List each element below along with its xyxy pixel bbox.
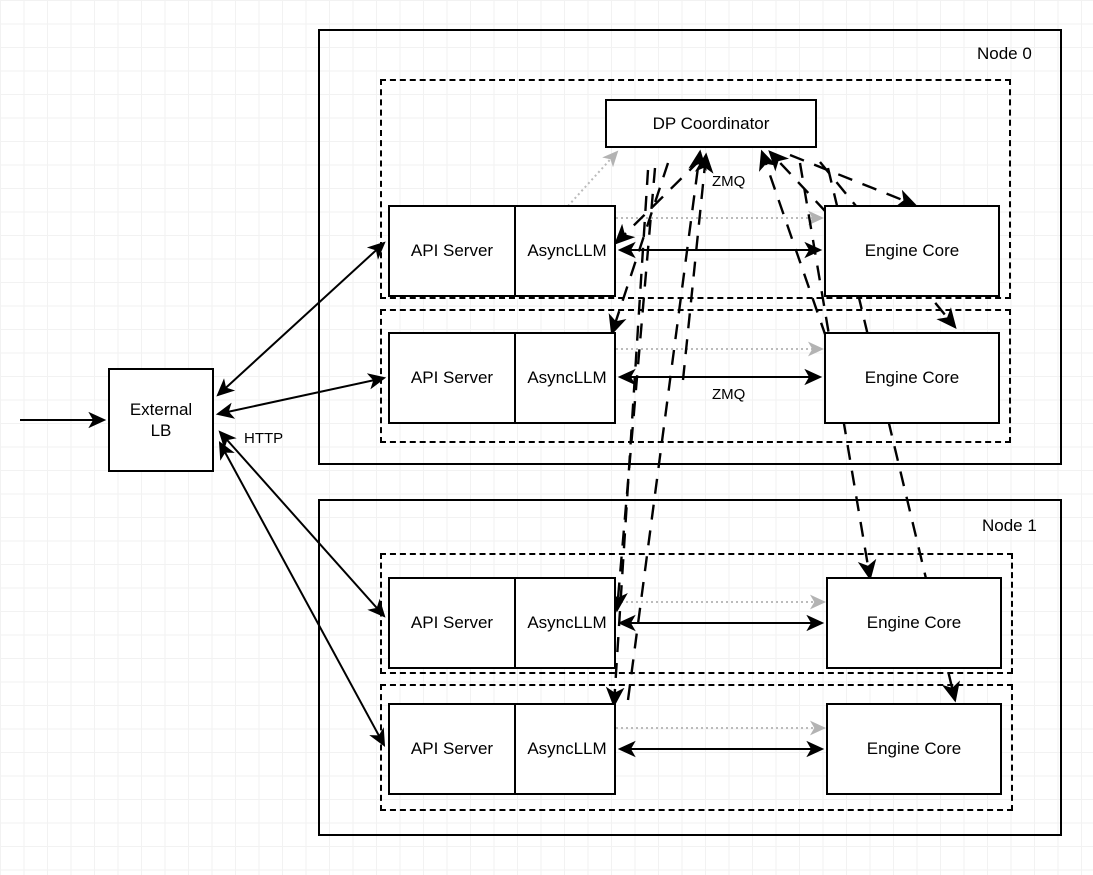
edge-lb-to-api-n1g1 [218, 441, 386, 747]
node-1-group-1-frame [380, 684, 1013, 811]
node-0-group-1-api-server-label: API Server [410, 368, 494, 387]
dp-coordinator-box[interactable]: DP Coordinator [605, 99, 817, 148]
node-0-group-0-asyncllm-label: AsyncLLM [514, 207, 618, 295]
edge-dashed-coordinator-to-asyncllm-n0g1 [608, 162, 670, 336]
http-edge-label: HTTP [244, 430, 284, 447]
zmq-node-0-group-1-label: ZMQ [712, 386, 746, 403]
edge-dashed-engine-to-coordinator-n0g1 [758, 149, 828, 338]
edge-dashed-engine-to-coordinator-n0g0 [768, 150, 827, 213]
edge-lb-to-api-n0g0 [216, 241, 386, 397]
node-0-group-0-frame [380, 79, 1011, 299]
node-0-frame [318, 29, 1062, 465]
node-0-group-0-engine-core-box[interactable]: Engine Core [824, 205, 1000, 297]
node-1-group-0-asyncllm-label: AsyncLLM [514, 579, 618, 667]
edge-dashed-coordinator-to-asyncllm-n1g0 [609, 167, 657, 613]
node-0-group-0-api-server-box[interactable]: API Server AsyncLLM [388, 205, 616, 297]
node-0-group-0-api-server-label: API Server [410, 241, 494, 260]
node-0-group-1-engine-core-box[interactable]: Engine Core [824, 332, 1000, 424]
node-1-group-1-engine-core-label: Engine Core [866, 739, 962, 758]
node-1-group-1-engine-core-box[interactable]: Engine Core [826, 703, 1002, 795]
zmq-coordinator-label: ZMQ [712, 173, 746, 190]
edge-dashed-coordinator-to-engine-n0g0 [789, 153, 918, 208]
node-1-frame [318, 499, 1062, 836]
edge-dotted-asyncllm-coordinator [567, 150, 619, 207]
edge-lb-to-api-n0g1 [215, 373, 387, 419]
edge-dashed-coordinator-to-asyncllm-n0g0 [614, 159, 701, 245]
node-0-group-1-asyncllm-label: AsyncLLM [514, 334, 618, 422]
node-0-group-0-engine-core-label: Engine Core [864, 241, 960, 260]
node-1-group-1-api-server-label: API Server [410, 739, 494, 758]
node-1-group-0-frame [380, 553, 1013, 674]
node-0-group-1-api-server-box[interactable]: API Server AsyncLLM [388, 332, 616, 424]
dp-coordinator-label: DP Coordinator [652, 113, 770, 133]
edge-dashed-engine-to-coordinator-n1g1 [681, 152, 714, 381]
external-lb-label-line1: External [129, 399, 193, 419]
external-lb-box[interactable]: External LB [108, 368, 214, 472]
node-1-label: Node 1 [982, 516, 1037, 535]
node-0-label: Node 0 [977, 44, 1032, 63]
edge-dashed-engine-to-coordinator-n1g0 [626, 149, 707, 701]
external-lb-label-line2: LB [150, 421, 172, 440]
node-1-group-0-api-server-box[interactable]: API Server AsyncLLM [388, 577, 616, 669]
node-1-group-0-engine-core-label: Engine Core [866, 613, 962, 632]
node-1-group-0-api-server-label: API Server [410, 613, 494, 632]
node-1-group-0-engine-core-box[interactable]: Engine Core [826, 577, 1002, 669]
node-1-group-1-asyncllm-label: AsyncLLM [514, 705, 618, 793]
edge-dashed-coordinator-to-asyncllm-n1g1 [605, 169, 650, 708]
node-0-group-1-frame [380, 309, 1011, 443]
node-1-group-1-api-server-box[interactable]: API Server AsyncLLM [388, 703, 616, 795]
node-0-group-1-engine-core-label: Engine Core [864, 368, 960, 387]
